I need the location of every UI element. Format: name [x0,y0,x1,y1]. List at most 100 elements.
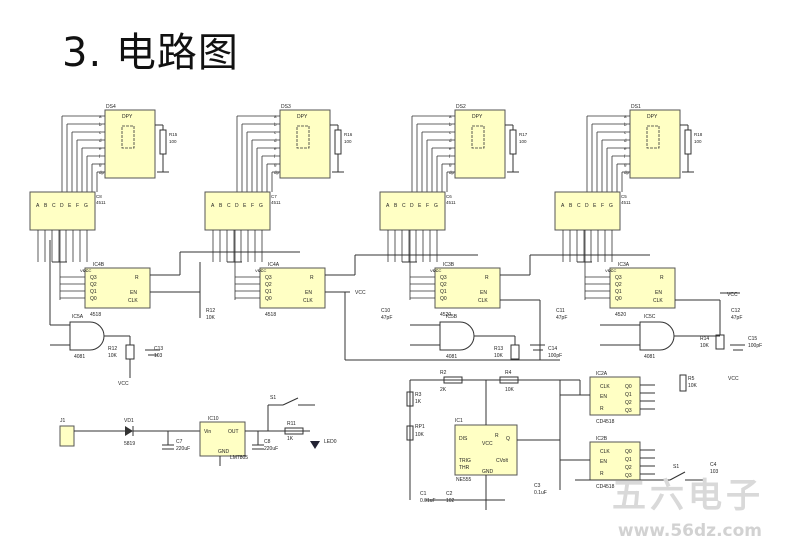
ic2a-q1: Q1 [625,392,632,398]
ic1-trig: TRIG [459,458,471,464]
timer-ic1 [454,424,518,476]
ic1-q: Q [506,436,510,442]
display-type: DPY [647,114,658,120]
counter-ic2a [589,376,641,416]
counter-ic2b [589,441,641,481]
j1-label: J1 [60,418,66,424]
segment-pin-label: e [624,146,627,151]
r4-value: 10K [505,387,515,393]
counter-pin-en: EN [480,290,487,296]
timer-block [406,376,581,510]
vcc-label: VCC [83,268,92,273]
decoder-pin-label: D [60,203,64,209]
gate-ic5a-label: IC5A [72,314,84,320]
ic10-vin: Vin [204,429,211,435]
decoder-ref: C7 [271,194,277,199]
decoder-pin-label: E [243,203,247,209]
segment-pin-label: g [449,162,452,167]
aux-component-ref: C10 [381,308,390,314]
vcc-label: VCC [430,268,439,273]
counter-pin-label: Q3 [265,275,272,281]
r13-label: R13 [494,346,503,352]
segment-pin-label: b [99,122,102,127]
r3-value: 1K [415,399,422,405]
c4-value: 103 [710,469,719,475]
aux-component-value: 47pF [731,315,742,321]
resistor [684,129,692,155]
segment-pin-label: g [624,162,627,167]
decoder-part: 4511 [446,200,456,205]
aux-component-ref: C11 [556,308,565,314]
display-ref: DS4 [106,104,116,110]
decoder-pin-label: A [36,203,40,209]
display-ref: DS1 [631,104,641,110]
counter-ref: IC3B [443,262,455,268]
segment-pin-label: e [274,146,277,151]
ic2a-q0: Q0 [625,384,632,390]
display-type: DPY [122,114,133,120]
watermark-logo: 五六电子 [612,476,764,516]
vd1-part: 5819 [124,441,135,447]
decoder-pin-label: G [259,203,263,209]
r3-label: R3 [415,392,422,398]
c8-label: C8 [264,439,271,445]
gate-ic5c-part: 4081 [644,354,655,360]
decoder-pin-label: E [593,203,597,209]
resistor-ref: R15 [169,132,178,137]
counter-pin-clk: CLK [303,298,313,304]
segment-pin-label: f [274,154,276,159]
ic2a-label: IC2A [596,371,608,377]
c1-value: 0.01uF [420,498,436,504]
c15-label: C15 [748,336,757,342]
display-ref: DS2 [456,104,466,110]
segment-glyph [121,125,135,149]
gate-ic5b-label: IC5B [446,314,458,320]
aux-component-ref: C12 [731,308,740,314]
segment-pin-label: f [449,154,451,159]
ic2b-part: CD4518 [596,484,615,490]
resistor-value: 100 [344,139,352,144]
segment-glyph [646,125,660,149]
vcc-label: VCC [605,268,614,273]
watermark-url: www.56dz.com [617,521,762,541]
ic2b-q3: Q3 [625,473,632,479]
decoder-ic [379,191,446,231]
counter-pin-label: Q2 [615,282,622,288]
gate-ic5c-label: IC5C [644,314,656,320]
ic2b-q1: Q1 [625,457,632,463]
c13-label: C13 [154,346,163,352]
decoder-ref: C8 [96,194,102,199]
s1-label: S1 [270,395,276,401]
segment-pin-label: g [274,162,277,167]
counter-pin-en: EN [655,290,662,296]
vcc-label: VCC [255,268,264,273]
display-type: DPY [297,114,308,120]
c3-label: C3 [534,483,541,489]
decoder-pin-label: D [410,203,414,209]
ic10-label: IC10 [208,416,219,422]
ic10-gnd: GND [218,449,230,455]
counter-part: 4518 [90,312,101,318]
rp1-label: RP1 [415,424,425,430]
vcc-label: VCC [80,268,89,273]
seven-segment-display [104,109,156,179]
decoder-pin-label: D [585,203,589,209]
c15-value: 100pF [748,343,762,349]
r5-label: R5 [688,376,695,382]
seven-segment-display [629,109,681,179]
counter-ic [259,267,326,309]
counter-pin-clk: CLK [478,298,488,304]
counter-pin-label: Q1 [615,289,622,295]
aux-component-value: 47pF [381,315,392,321]
c7-value: 220uF [176,446,190,452]
ic1-reset: R [495,433,499,439]
r14-value: 10K [700,343,710,349]
ic2a-part: CD4518 [596,419,615,425]
counter-pin-label: Q0 [265,296,272,302]
decoder-pin-label: F [251,203,254,209]
decoder-pin-label: F [426,203,429,209]
segment-pin-label: dp [449,170,455,175]
